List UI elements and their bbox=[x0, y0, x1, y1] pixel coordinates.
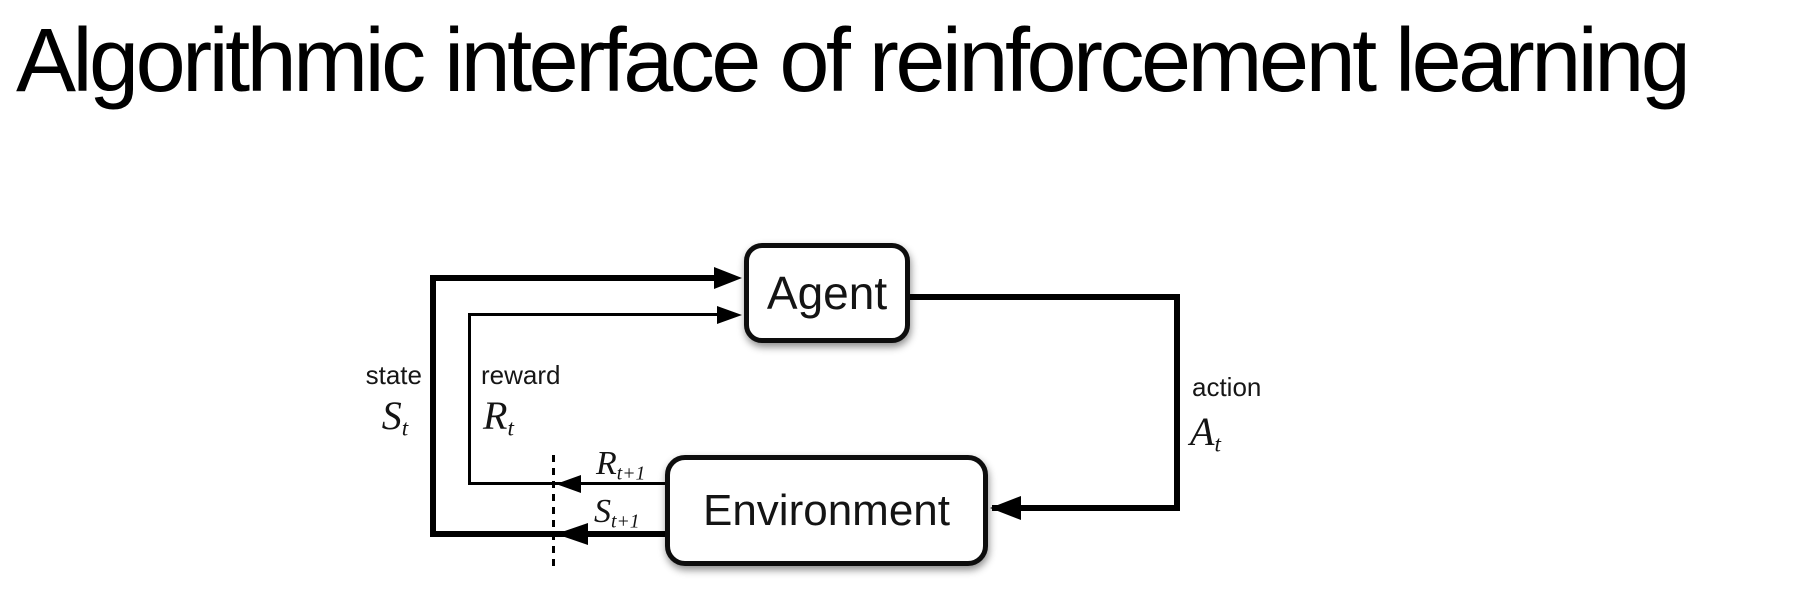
action-into-environment-arrowhead bbox=[990, 496, 1021, 520]
state-into-agent-arrowhead bbox=[714, 267, 742, 289]
action-line-from-agent bbox=[910, 294, 1180, 300]
action-label: action bbox=[1192, 372, 1262, 402]
state-line-to-agent bbox=[430, 275, 718, 281]
next-state-symbol-subscript: t+1 bbox=[611, 510, 640, 533]
state-symbol-subscript: t bbox=[401, 415, 409, 442]
next-state-line-from-environment bbox=[430, 531, 665, 537]
reward-line-to-agent bbox=[468, 313, 720, 316]
reward-label: reward bbox=[481, 360, 561, 390]
reward-into-agent-arrowhead bbox=[717, 306, 742, 324]
state-symbol-base: S bbox=[381, 393, 402, 438]
state-label: state bbox=[365, 360, 422, 390]
environment-node: Environment bbox=[665, 455, 988, 566]
agent-node: Agent bbox=[744, 243, 910, 343]
slide-title: Algorithmic interface of reinforcement l… bbox=[16, 11, 1691, 111]
next-state-arrowhead bbox=[556, 523, 588, 545]
action-line-to-environment bbox=[992, 505, 1180, 511]
action-symbol-subscript: t bbox=[1214, 431, 1221, 458]
reward-symbol-base: R bbox=[483, 393, 508, 438]
next-reward-symbol: Rt+1 bbox=[596, 447, 645, 484]
state-line-vertical bbox=[430, 275, 436, 537]
time-step-divider-dashed-line bbox=[552, 455, 555, 568]
reward-symbol: Rt bbox=[483, 396, 514, 441]
state-symbol: St bbox=[368, 396, 422, 441]
next-reward-symbol-base: R bbox=[596, 445, 617, 482]
action-symbol-base: A bbox=[1190, 409, 1215, 454]
reward-symbol-subscript: t bbox=[507, 415, 514, 442]
next-state-symbol-base: S bbox=[594, 493, 611, 530]
next-reward-symbol-subscript: t+1 bbox=[616, 462, 646, 485]
next-state-symbol: St+1 bbox=[594, 495, 640, 532]
action-line-vertical bbox=[1174, 294, 1180, 511]
action-symbol: At bbox=[1190, 412, 1221, 457]
reward-line-vertical bbox=[468, 313, 471, 485]
next-reward-arrowhead bbox=[556, 475, 581, 493]
